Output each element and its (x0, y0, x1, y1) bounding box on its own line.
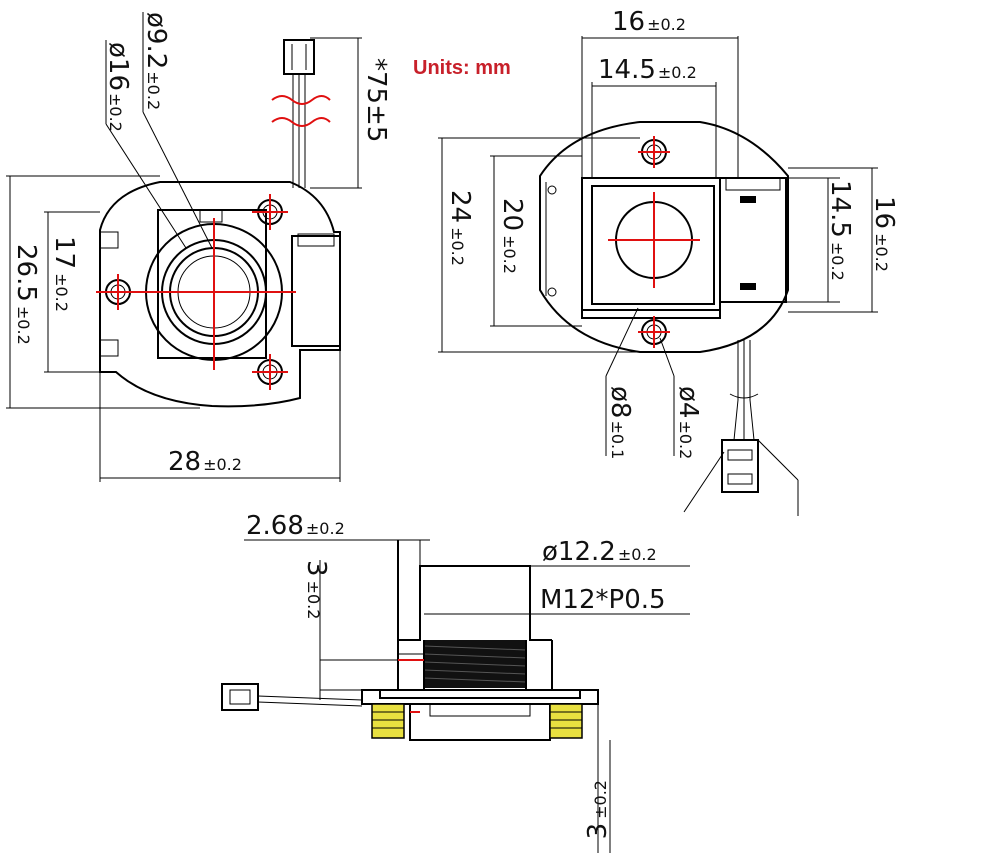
dim-back-dia8: ø8±0.1 (605, 386, 635, 459)
side-housing-left (397, 640, 425, 691)
side-screw-left (371, 703, 405, 739)
dim-cable-length: *75±5 (361, 58, 391, 142)
front-screw-lower (252, 354, 288, 390)
front-connector-lip (297, 233, 335, 247)
dim-back-height20: 20±0.2 (497, 198, 527, 274)
dim-back-dia4: ø4±0.2 (673, 386, 703, 459)
front-body-outline (99, 181, 341, 408)
front-tab-lower (100, 339, 119, 357)
dim-back-width16: 16±0.2 (612, 7, 686, 37)
dim-back-right16: 16±0.2 (869, 196, 899, 272)
units-note: Units: mm (413, 57, 511, 79)
dim-front-dia16: ø16±0.2 (103, 42, 133, 132)
front-cable (271, 39, 331, 188)
front-tab-upper (100, 231, 119, 249)
side-housing-right (525, 640, 553, 691)
back-connector-pin-upper (740, 196, 756, 203)
side-view: 2.68±0.2 ø12.2±0.2 M12*P0.5 3±0.2 3±0.2 (221, 511, 690, 853)
front-screw-upper (252, 194, 288, 230)
dim-back-right14-5: 14.5±0.2 (825, 180, 855, 281)
dim-front-height26-5: 26.5±0.2 (11, 244, 41, 345)
dim-side-dia12-2: ø12.2±0.2 (542, 537, 657, 567)
back-sensor-window (591, 185, 715, 305)
dim-front-height17: 17±0.2 (49, 236, 79, 312)
front-connector-block (291, 235, 341, 347)
back-view: 16±0.2 14.5±0.2 24±0.2 20±0.2 14.5±0.2 1… (438, 7, 899, 516)
dim-back-width14-5: 14.5±0.2 (598, 55, 697, 85)
dim-side-3-top: 3±0.2 (301, 560, 331, 619)
dim-front-width28: 28±0.2 (168, 447, 242, 477)
front-mount-notch (199, 210, 223, 223)
back-cable (683, 340, 799, 516)
dim-side-3-bottom: 3±0.2 (583, 780, 613, 839)
side-screw-right (549, 703, 583, 739)
side-barrel-outline (397, 540, 552, 641)
back-body-outline (539, 121, 789, 353)
back-screw-upper (638, 136, 670, 168)
back-screw-lower (638, 316, 670, 348)
dim-side-2-68: 2.68±0.2 (246, 511, 345, 541)
dim-side-thread: M12*P0.5 (540, 585, 666, 615)
back-connector (719, 177, 787, 303)
dim-front-dia9-2: ø9.2±0.2 (141, 12, 171, 110)
dim-back-height24: 24±0.2 (445, 190, 475, 266)
back-frame-bottom (581, 310, 721, 319)
back-connector-pin-lower (740, 283, 756, 290)
back-sensor-frame (581, 177, 721, 311)
front-view: *75±5 ø16±0.2 ø9.2±0.2 17±0.2 26.5±0.2 2… (6, 12, 391, 482)
back-connector-lip (725, 178, 781, 191)
side-sensor-block (409, 703, 551, 741)
side-connector (221, 683, 259, 711)
